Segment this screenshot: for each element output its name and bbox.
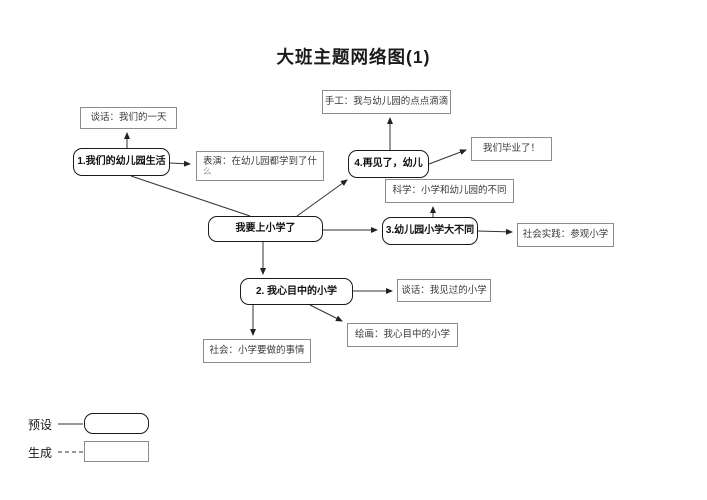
node-drawing-my-school: 绘画：我心目中的小学 [347, 323, 458, 347]
node-perform-line1: 表演：在幼儿园都学到了什 [203, 156, 318, 168]
node-1-kindergarten-life: 1.我们的幼儿园生活 [73, 148, 170, 176]
page-title: 大班主题网络图(1) [276, 47, 431, 67]
node-social-things-to-do: 社会：小学要做的事情 [203, 339, 311, 363]
legend-preset-label: 预设 [28, 418, 53, 432]
node-craft-memories: 手工：我与幼儿园的点点滴滴 [322, 90, 451, 114]
node-talk-our-day: 谈话：我们的一天 [80, 107, 177, 129]
connector-center-to-box4 [296, 179, 348, 217]
connector-box1-to-perform [169, 160, 191, 167]
node-talk-schools-seen: 谈话：我见过的小学 [397, 279, 491, 302]
node-we-graduated: 我们毕业了！ [471, 137, 552, 161]
connector-box3-to-practice [477, 228, 513, 235]
node-social-practice-visit: 社会实践：参观小学 [517, 223, 614, 247]
legend-generated-swatch [84, 441, 149, 462]
node-4-goodbye-kindergarten: 4.再见了，幼儿 [348, 150, 429, 178]
node-3-big-differences: 3.幼儿园小学大不同 [382, 217, 478, 245]
legend-generated-label: 生成 [28, 446, 53, 460]
legend-preset-swatch [84, 413, 149, 434]
node-2-school-in-my-mind: 2. 我心目中的小学 [240, 278, 353, 305]
node-science-differences: 科学：小学和幼儿园的不同 [385, 179, 514, 203]
connector-box1-to-center [130, 175, 251, 217]
node-perform-learned: 表演：在幼儿园都学到了什 么 [196, 151, 324, 181]
node-central-going-to-primary-school: 我要上小学了 [208, 216, 323, 242]
node-perform-line2: 么 [203, 166, 212, 177]
connector-box4-to-graduate [428, 149, 467, 165]
connector-box2-to-draw [309, 304, 343, 322]
